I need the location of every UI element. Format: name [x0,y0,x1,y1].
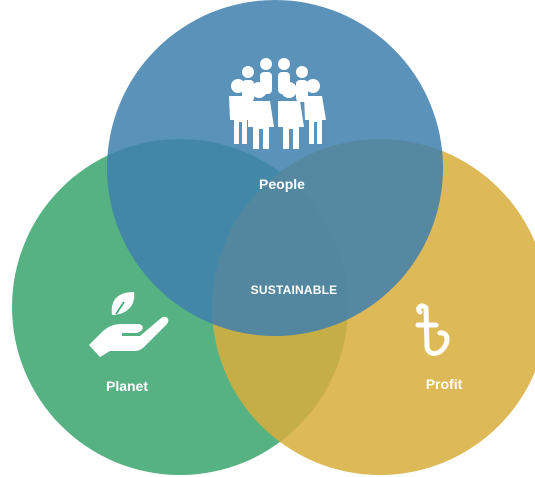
taka-currency-icon [415,303,450,356]
profit-label: Profit [425,376,463,392]
hand-holding-leaf-icon [89,292,169,357]
people-circle [107,0,443,336]
group-of-people-icon [229,58,326,149]
people-label: People [259,176,305,192]
sustainable-label: SUSTAINABLE [250,283,338,297]
planet-label: Planet [105,378,149,394]
